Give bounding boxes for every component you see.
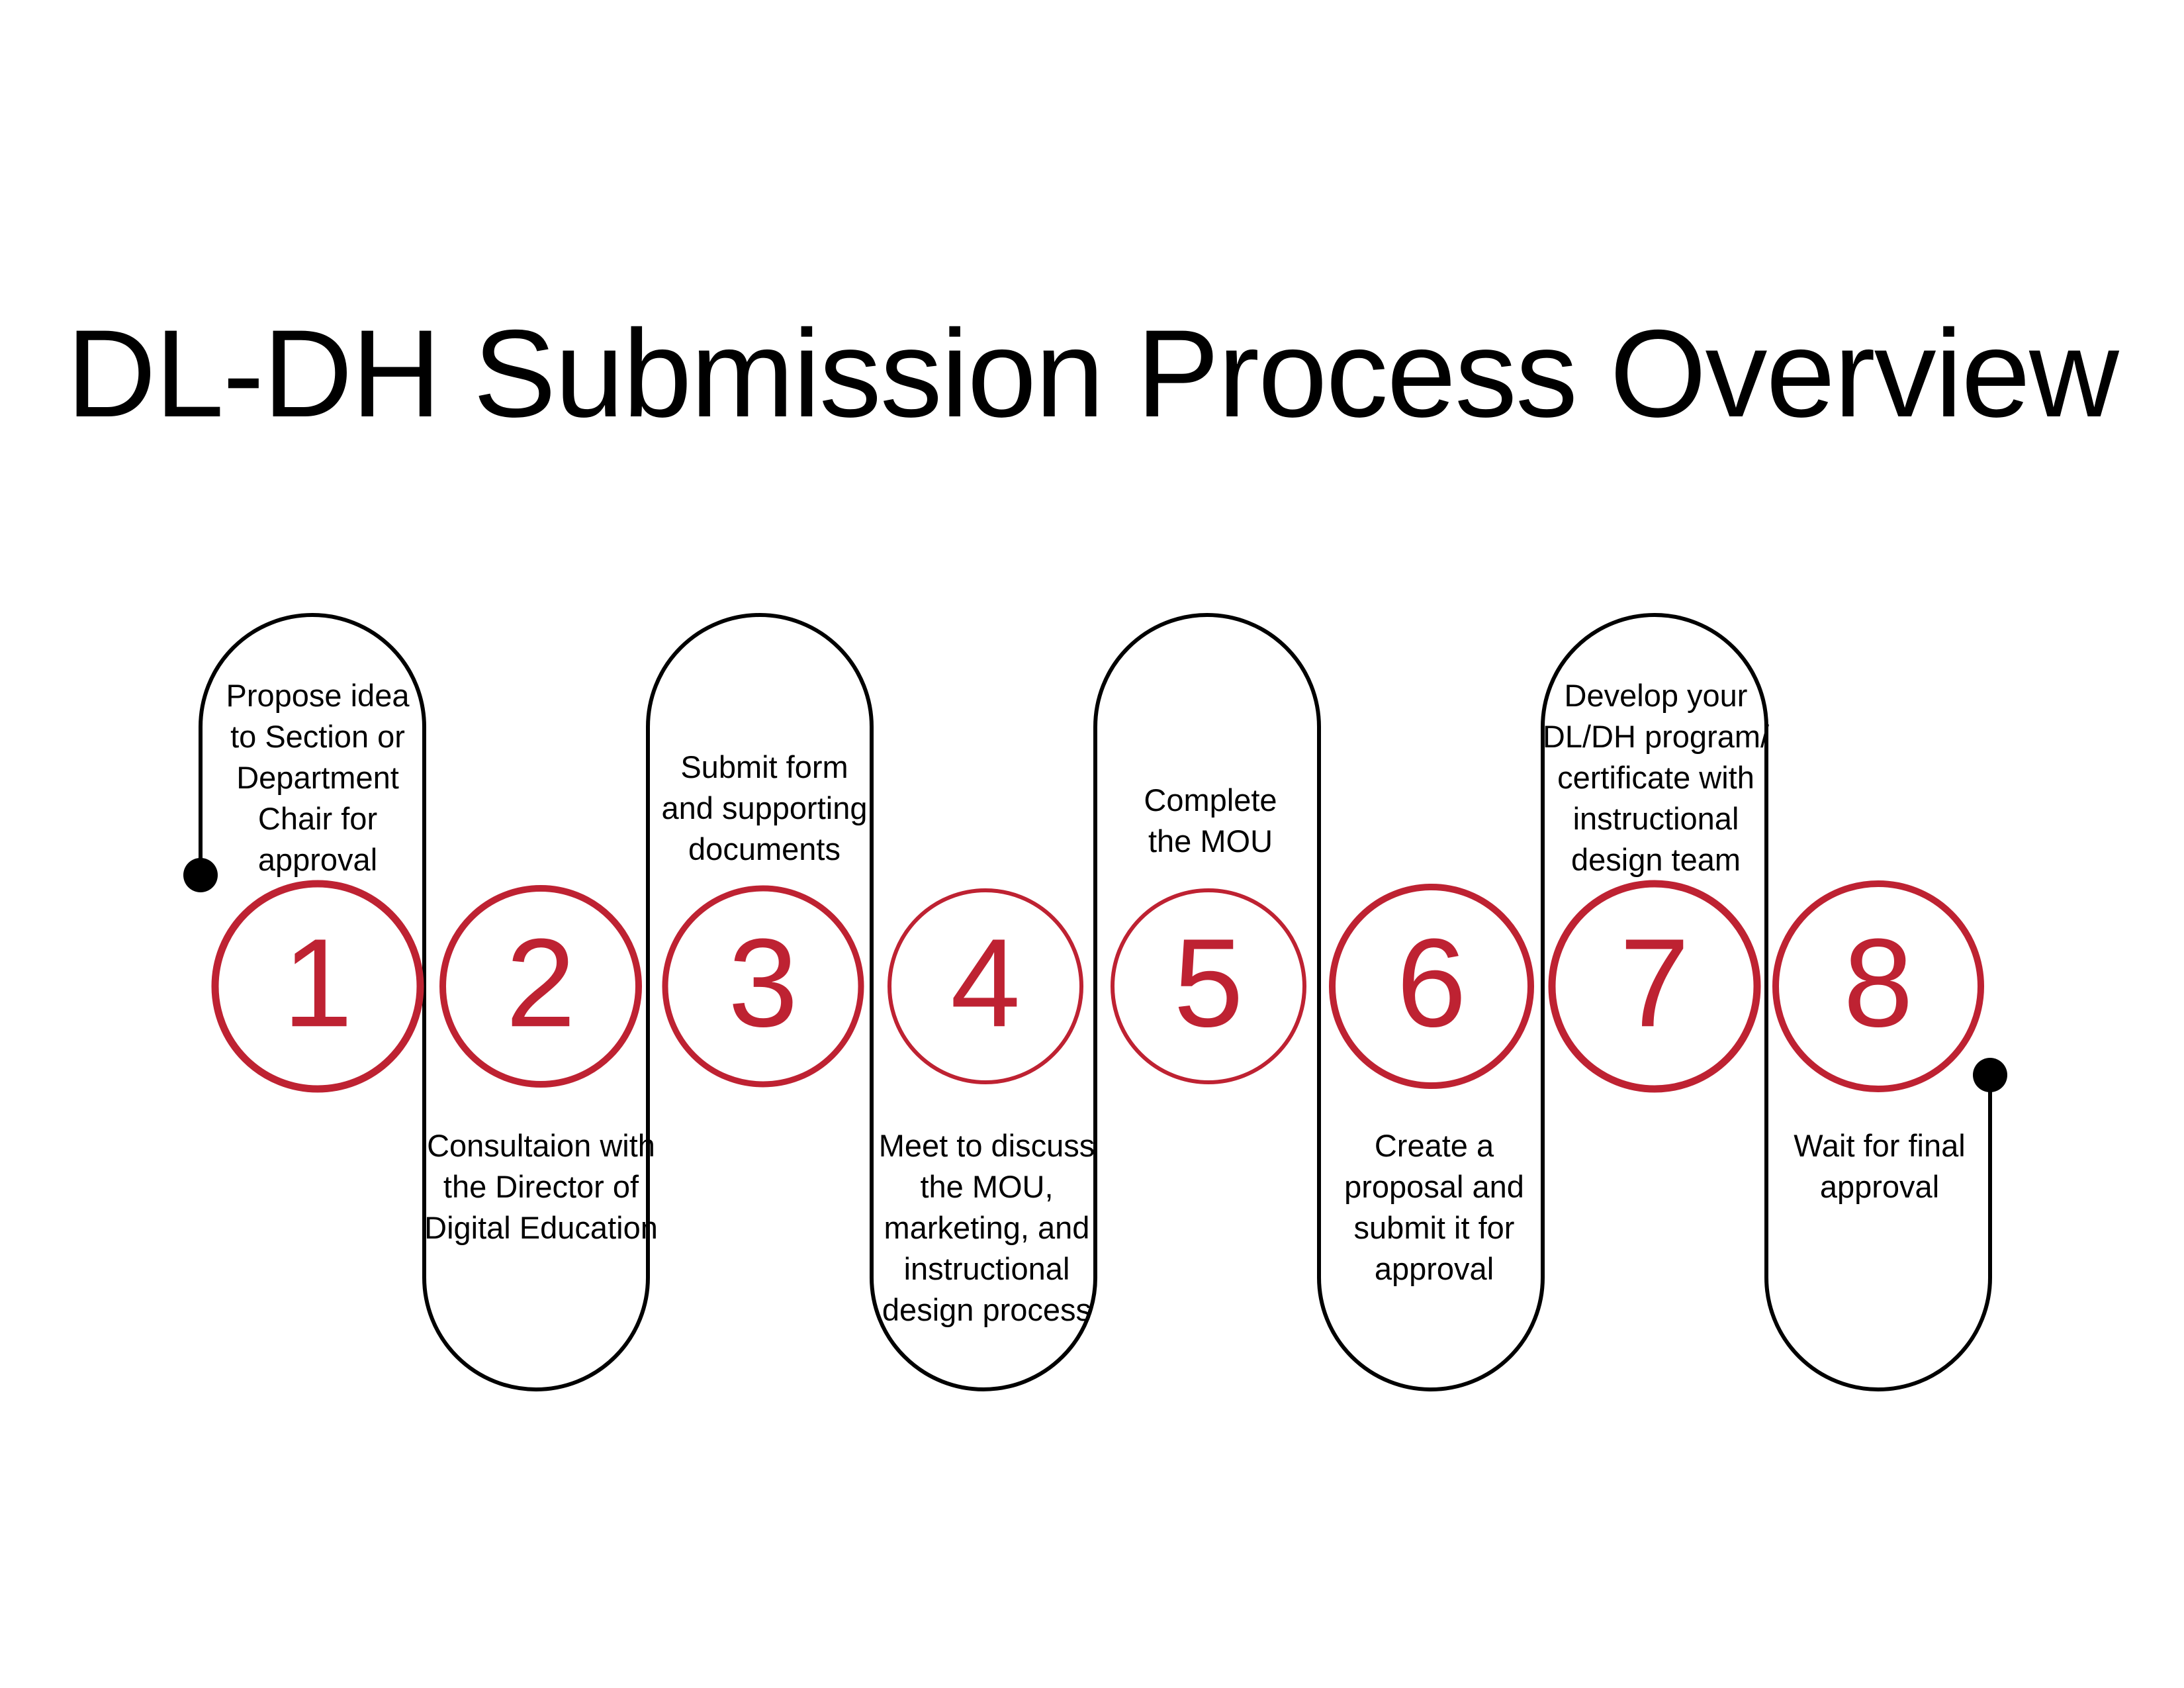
step-circle-8 (1772, 880, 1984, 1092)
step-label-8: Wait for final approval (1794, 1128, 1966, 1205)
step-node-3[interactable]: 3 (662, 885, 864, 1088)
step-number-2: 2 (506, 913, 576, 1053)
step-label-7: Develop your DL/DH program/ certificate … (1542, 678, 1770, 878)
connector-arch-down-6 (1317, 727, 1545, 1391)
step-number-3: 3 (728, 913, 798, 1053)
step-node-7[interactable]: 7 (1548, 880, 1761, 1093)
step-node-2[interactable]: 2 (439, 885, 642, 1088)
step-label-1: Propose idea to Section or Department Ch… (226, 678, 410, 878)
step-circle-5 (1111, 888, 1306, 1084)
step-circle-2 (439, 885, 642, 1088)
connector-end-segment (1764, 1075, 1992, 1391)
step-circle-6 (1329, 884, 1534, 1089)
step-number-5: 5 (1173, 913, 1244, 1053)
connector-arch-down-2 (422, 727, 650, 1391)
step-number-1: 1 (283, 913, 353, 1053)
step-circle-1 (211, 880, 424, 1093)
step-node-6[interactable]: 6 (1329, 884, 1534, 1089)
step-number-8: 8 (1843, 913, 1913, 1053)
step-label-5: Complete the MOU (1144, 782, 1277, 859)
connector-arch-up-7 (1541, 613, 1768, 1278)
page-title: DL-DH Submission Process Overview (66, 304, 2119, 443)
step-label-3: Submit form and supporting documents (661, 749, 868, 867)
step-label-4: Meet to discuss the MOU, marketing, and … (878, 1128, 1095, 1328)
step-circle-7 (1548, 880, 1761, 1093)
step-node-4[interactable]: 4 (887, 888, 1083, 1084)
connector-start-segment (199, 613, 426, 1023)
step-label-2: Consultaion with the Director of Digital… (424, 1128, 658, 1246)
step-number-6: 6 (1396, 913, 1467, 1053)
step-number-4: 4 (950, 913, 1021, 1053)
step-number-7: 7 (1619, 913, 1690, 1053)
step-node-1[interactable]: 1 (211, 880, 424, 1093)
connector-arch-up-5 (1093, 613, 1321, 1278)
connector-arch-down-4 (870, 727, 1097, 1391)
step-node-5[interactable]: 5 (1111, 888, 1306, 1084)
connector-path-group (199, 613, 1992, 1391)
start-dot-icon (183, 858, 218, 892)
connector-arch-up-3 (646, 613, 874, 1278)
end-dot-icon (1973, 1058, 2007, 1092)
step-circle-3 (662, 885, 864, 1088)
step-label-6: Create a proposal and submit it for appr… (1344, 1128, 1524, 1287)
step-circle-4 (887, 888, 1083, 1084)
step-node-8[interactable]: 8 (1772, 880, 1984, 1092)
